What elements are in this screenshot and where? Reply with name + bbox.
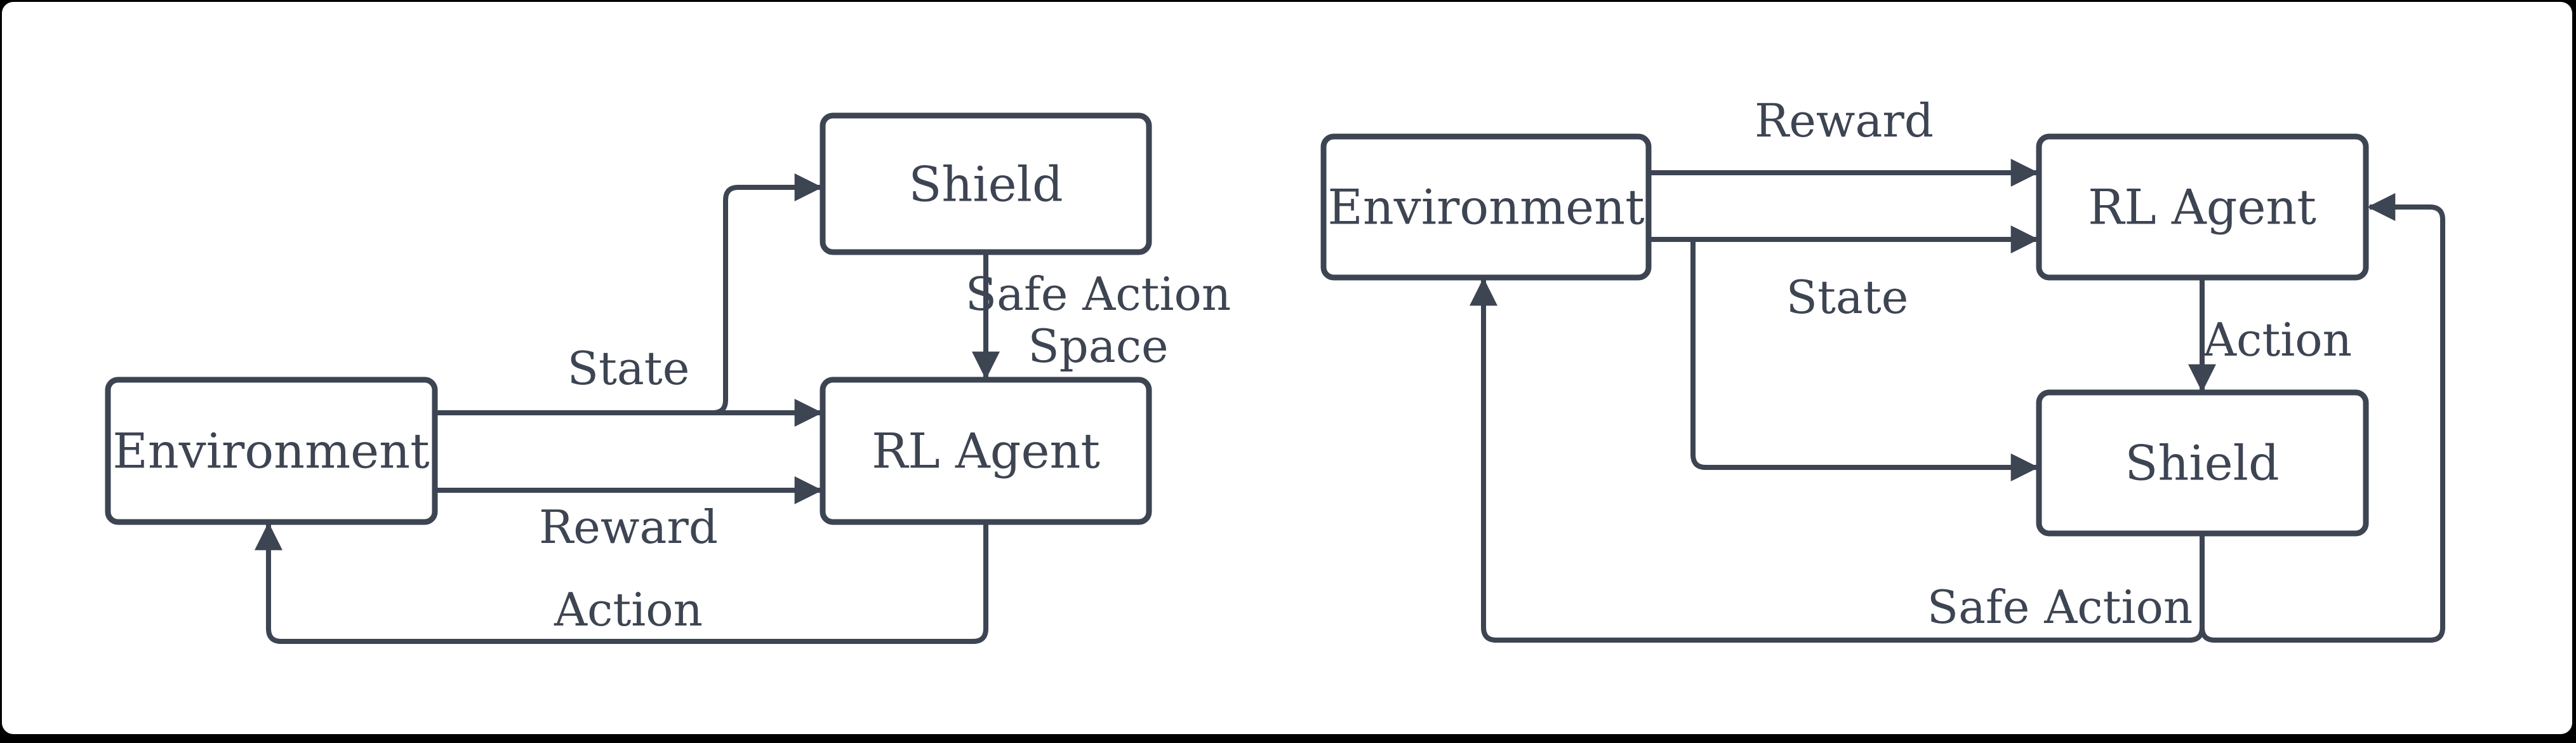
right-node-rl-agent — [2036, 133, 2369, 281]
left-edge-safe-action-space-label-line1: Safe Action — [966, 267, 1231, 321]
right-node-environment-label: Environment — [1327, 179, 1644, 236]
right-node-environment — [1320, 133, 1652, 281]
left-node-environment-label: Environment — [112, 423, 429, 479]
left-node-shield — [820, 112, 1152, 255]
left-edge-state-branch-to-shield-arrow — [712, 173, 823, 415]
right-edge-reward-label: Reward — [1755, 94, 1934, 147]
right-node-rl-agent-label: RL Agent — [2088, 179, 2316, 236]
right-node-shield — [2036, 389, 2369, 537]
right-edge-action-label: Action — [2203, 313, 2352, 366]
left-edge-action-label: Action — [554, 583, 703, 636]
left-node-rl-agent — [820, 377, 1152, 525]
right-diagram: Environment RL Agent Shield Reward State… — [1320, 94, 2445, 643]
left-edge-action-loop-arrow — [255, 522, 988, 644]
right-node-shield-label: Shield — [2125, 435, 2279, 492]
left-edge-reward-label: Reward — [539, 500, 718, 554]
left-diagram: Environment Shield RL Agent State Reward… — [105, 112, 1231, 644]
left-edge-safe-action-space-label-line2: Space — [1028, 319, 1168, 373]
left-node-environment — [105, 377, 438, 525]
left-node-shield-label: Shield — [908, 156, 1063, 213]
right-edge-state-branch-to-shield-arrow — [1690, 239, 2039, 481]
right-edge-safe-action-label: Safe Action — [1927, 580, 2193, 634]
right-edge-safe-action-to-rl-agent-arrow — [2200, 193, 2445, 643]
left-node-rl-agent-label: RL Agent — [872, 423, 1100, 479]
left-edge-state-label: State — [568, 342, 690, 395]
right-edge-state-label: State — [1786, 271, 1909, 324]
